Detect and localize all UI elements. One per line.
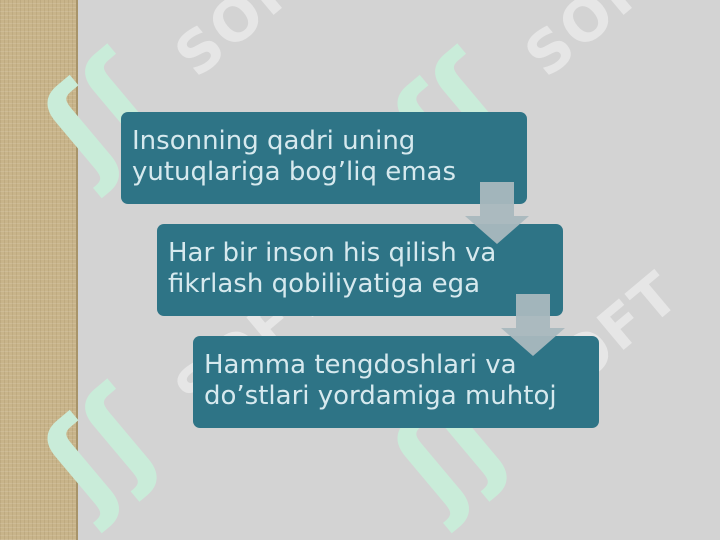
process-step-2-text: Har bir inson his qilish va fikrlash qob…: [168, 238, 497, 299]
process-step-3-text: Hamma tengdoshlari va do’stlari yordamig…: [204, 350, 557, 411]
process-step-1: Insonning qadri uning yutuqlariga bog’li…: [121, 112, 527, 204]
watermark-logo-text: SOFT: [162, 0, 343, 91]
down-arrow-icon: [465, 182, 529, 244]
decorative-side-strip: [0, 0, 78, 540]
down-arrow-icon: [501, 294, 565, 356]
process-step-1-text: Insonning qadri uning yutuqlariga bog’li…: [132, 126, 457, 187]
watermark-logo-text: SOFT: [512, 0, 693, 91]
